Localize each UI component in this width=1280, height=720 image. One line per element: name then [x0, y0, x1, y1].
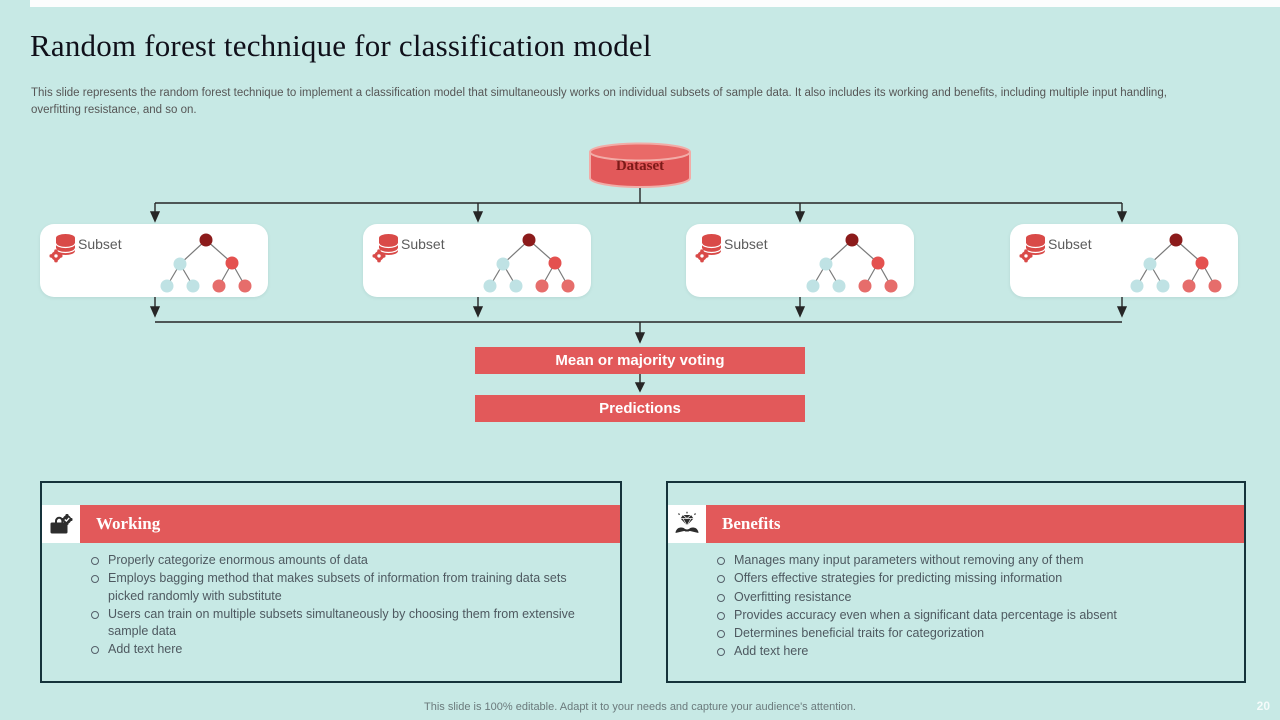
page-number: 20 — [1256, 699, 1270, 713]
working-bullet-item: Properly categorize enormous amounts of … — [90, 552, 604, 569]
database-gear-icon — [695, 234, 722, 263]
working-bullet-item: Employs bagging method that makes subset… — [90, 570, 604, 605]
subset-row: Subset — [0, 224, 1280, 297]
working-bullet-item: Users can train on multiple subsets simu… — [90, 606, 604, 641]
benefits-bullet-item: Overfitting resistance — [716, 589, 1228, 606]
toolbox-gear-icon — [50, 514, 73, 534]
subset-label: Subset — [401, 236, 445, 252]
dataset-cylinder-icon — [589, 142, 691, 188]
working-bullet-item: Add text here — [90, 641, 604, 658]
subset-box: Subset — [686, 224, 914, 297]
decision-tree-icon — [160, 233, 252, 293]
benefits-bullet-item: Manages many input parameters without re… — [716, 552, 1228, 569]
subset-box: Subset — [1010, 224, 1238, 297]
benefits-icon-box — [668, 505, 706, 543]
working-bullet-list: Properly categorize enormous amounts of … — [42, 552, 620, 659]
working-panel: Working Properly categorize enormous amo… — [40, 481, 622, 683]
benefits-bullet-item: Offers effective strategies for predicti… — [716, 570, 1228, 587]
dataset-node-label: Dataset — [615, 158, 665, 174]
predictions-box: Predictions — [475, 395, 805, 422]
benefits-panel-title: Benefits — [722, 514, 781, 533]
benefits-panel-header: Benefits — [668, 505, 1244, 543]
top-strip — [30, 0, 1280, 7]
subset-label: Subset — [78, 236, 122, 252]
subset-box: Subset — [363, 224, 591, 297]
subset-label: Subset — [724, 236, 768, 252]
database-gear-icon — [372, 234, 399, 263]
working-panel-title: Working — [96, 514, 161, 533]
benefits-bullet-item: Determines beneficial traits for categor… — [716, 625, 1228, 642]
footer-note: This slide is 100% editable. Adapt it to… — [424, 701, 856, 713]
subset-box: Subset — [40, 224, 268, 297]
database-gear-icon — [1019, 234, 1046, 263]
subset-label: Subset — [1048, 236, 1092, 252]
benefits-bullet-list: Manages many input parameters without re… — [668, 552, 1244, 661]
decision-tree-icon — [1130, 233, 1222, 293]
slide-description: This slide represents the random forest … — [31, 87, 1167, 117]
hands-gem-icon — [675, 511, 699, 533]
decision-tree-icon — [806, 233, 898, 293]
voting-box: Mean or majority voting — [475, 347, 805, 374]
database-gear-icon — [49, 234, 76, 263]
benefits-panel: Benefits Manages many input parameters w… — [666, 481, 1246, 683]
working-panel-header: Working — [42, 505, 620, 543]
page-title: Random forest technique for classificati… — [30, 28, 652, 63]
decision-tree-icon — [483, 233, 575, 293]
benefits-bullet-item: Add text here — [716, 643, 1228, 660]
benefits-bullet-item: Provides accuracy even when a significan… — [716, 607, 1228, 624]
working-icon-box — [42, 505, 80, 543]
